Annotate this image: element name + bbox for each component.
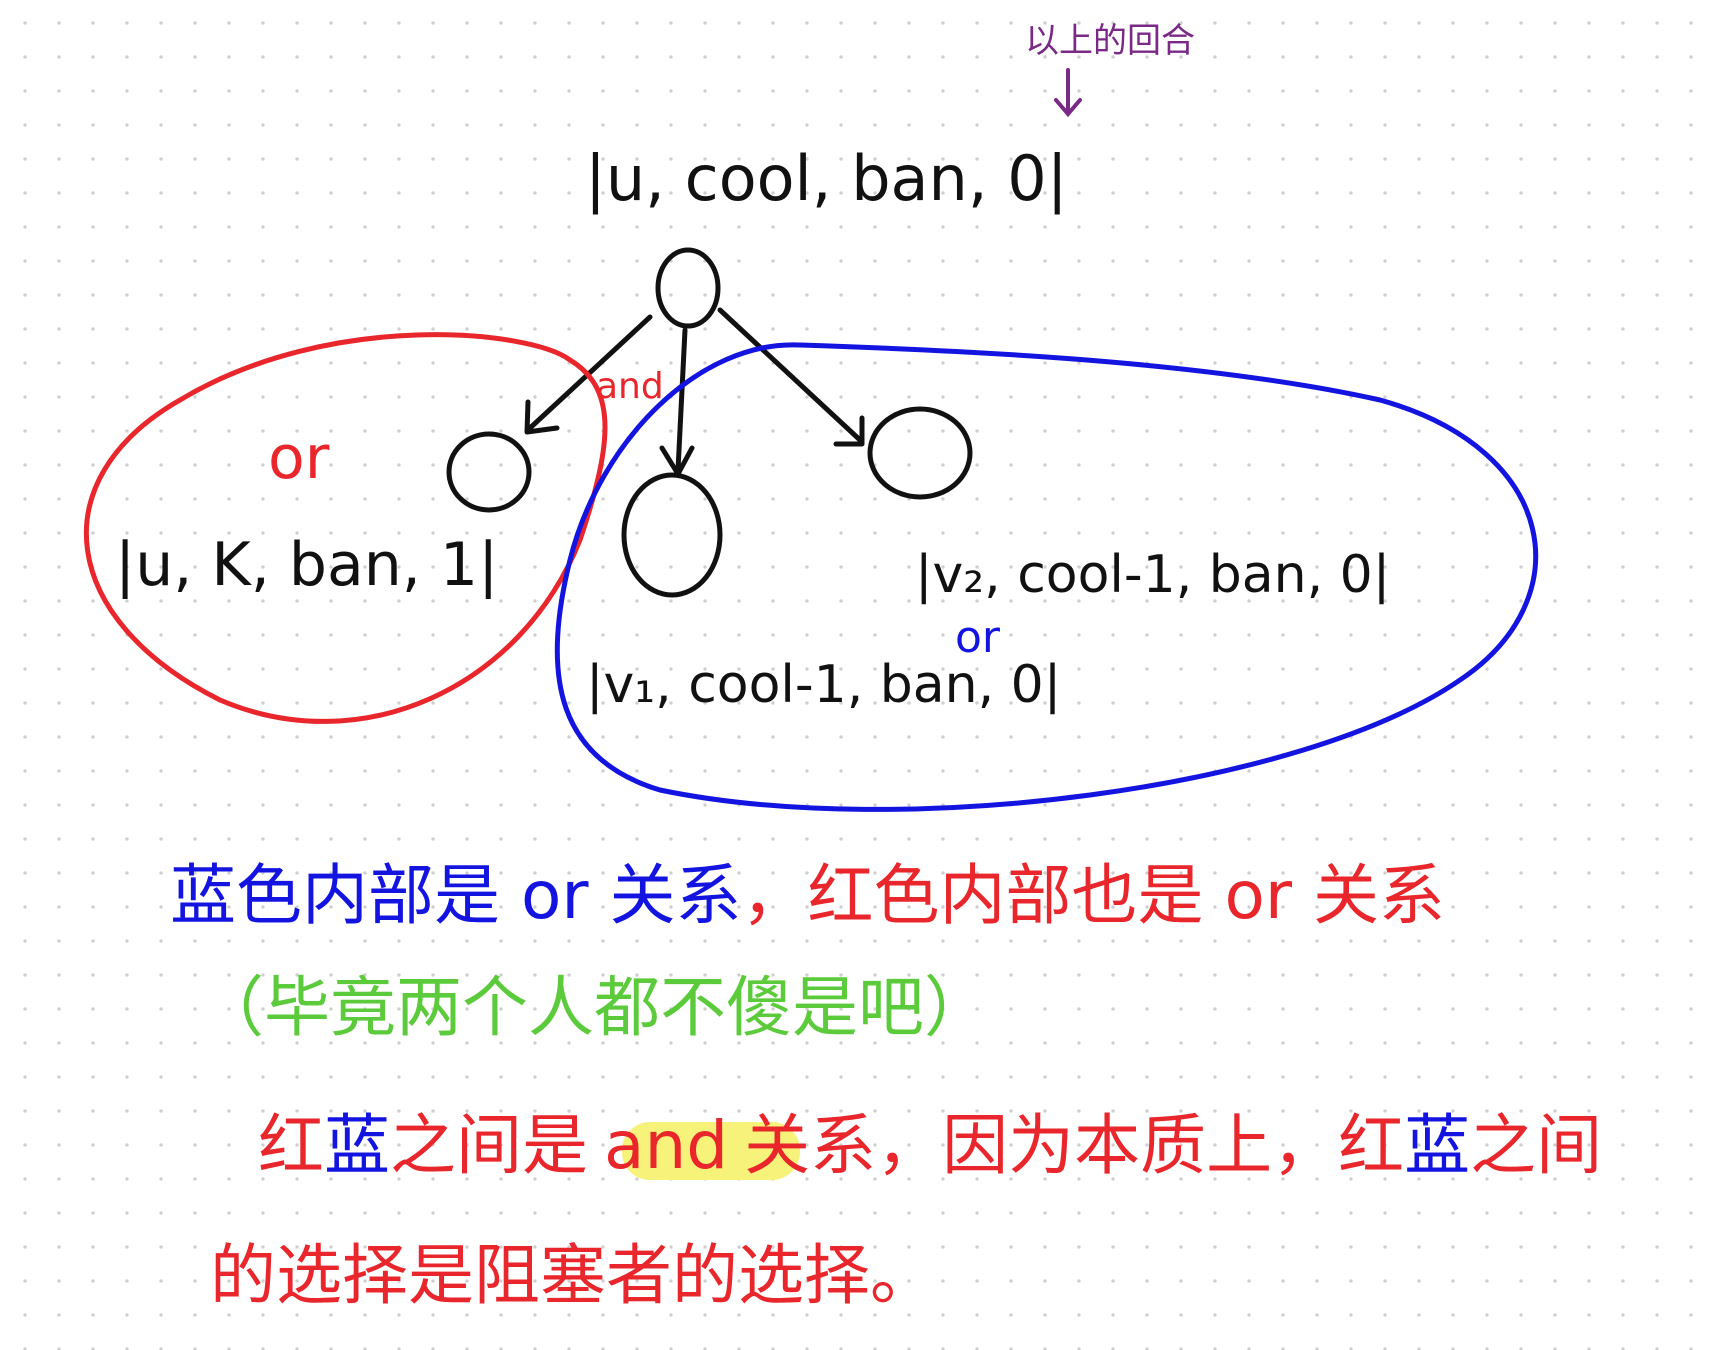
state-v2: |v₂, cool-1, ban, 0| — [915, 545, 1390, 605]
state-v1: |v₁, cool-1, ban, 0| — [586, 655, 1061, 715]
root-annotation: 以上的回合 — [1025, 21, 1195, 61]
note-line-3-and: and — [604, 1107, 728, 1184]
note-line-4: 的选择是阻塞者的选择。 — [210, 1237, 936, 1314]
edge-root-to-v2 — [717, 307, 865, 447]
red-group-outline — [83, 332, 608, 724]
note-line-1-blue: 蓝色内部是 or 关系 — [170, 857, 741, 934]
note-line-3-red-d: 之间 — [1470, 1107, 1602, 1184]
blue-or-label: or — [955, 612, 1001, 663]
note-line-2: （毕竟两个人都不傻是吧） — [198, 969, 990, 1046]
and-edge-label: and — [596, 366, 664, 407]
note-line-1: 蓝色内部是 or 关系，红色内部也是 or 关系 — [170, 857, 1445, 934]
root-state: |u, cool, ban, 0| — [585, 142, 1068, 216]
blue-group-outline — [554, 342, 1539, 812]
red-or-label: or — [268, 423, 330, 493]
note-line-3-red-c: 关系，因为本质上，红 — [744, 1107, 1404, 1184]
note-line-3-red-a: 红 — [258, 1107, 324, 1184]
note-line-3-blue-a: 蓝 — [324, 1107, 390, 1184]
node-v2 — [867, 406, 973, 500]
root-node — [655, 247, 721, 329]
annotation-arrow — [1054, 68, 1082, 118]
node-v1 — [621, 472, 723, 598]
note-line-3-red-b: 之间是 — [390, 1107, 588, 1184]
note-line-3-blue-b: 蓝 — [1404, 1107, 1470, 1184]
note-line-1-red: ，红色内部也是 or 关系 — [741, 857, 1444, 934]
and-highlight — [622, 1122, 800, 1180]
edge-root-to-k — [524, 314, 653, 435]
node-k — [446, 431, 532, 513]
state-k: |u, K, ban, 1| — [115, 530, 498, 600]
edge-root-to-v1 — [659, 327, 695, 477]
